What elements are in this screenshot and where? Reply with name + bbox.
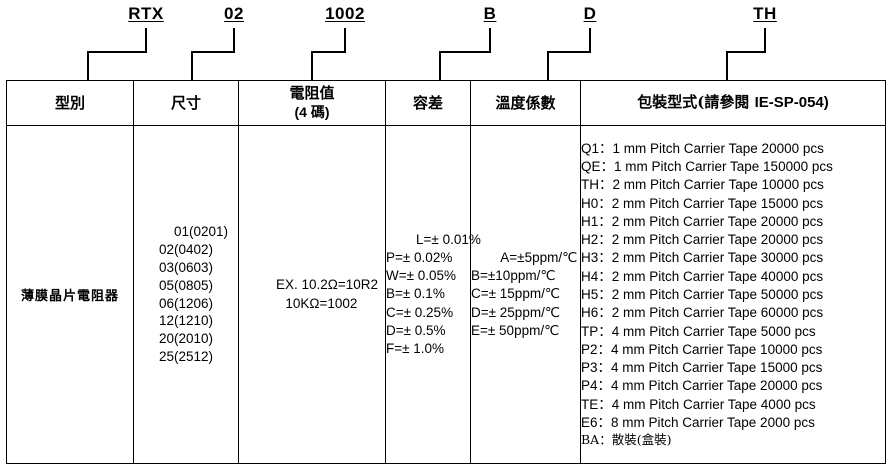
- leader-line: [87, 28, 147, 80]
- leader-line: [439, 28, 491, 80]
- packaging-item: BA：散裝(盒裝): [581, 432, 672, 448]
- header-resistance-label: 電阻值: [289, 84, 335, 103]
- tolerance-values: L=± 0.01% P=± 0.02% W=± 0.05% B=± 0.1% C…: [386, 231, 481, 357]
- leader-line: [311, 28, 346, 80]
- header-resistance: 電阻值 (4 碼): [238, 80, 386, 126]
- packaging-item: H3：2 mm Pitch Carrier Tape 30000 pcs: [581, 250, 824, 266]
- cell-resistance: EX. 10.2Ω=10R2 10KΩ=1002: [238, 125, 386, 464]
- part-code-02: 02: [224, 4, 244, 23]
- packaging-item: P3：4 mm Pitch Carrier Tape 15000 pcs: [581, 360, 823, 376]
- packaging-item: H1：2 mm Pitch Carrier Tape 20000 pcs: [581, 213, 824, 229]
- part-code-b: B: [483, 4, 497, 23]
- header-packaging: 包裝型式(請參閱 IE-SP-054): [580, 80, 886, 126]
- header-type-label: 型別: [54, 93, 85, 112]
- part-code-rtx: RTX: [128, 4, 164, 23]
- packaging-item: H0：2 mm Pitch Carrier Tape 15000 pcs: [581, 195, 824, 211]
- part-code-1002: 1002: [325, 4, 365, 23]
- header-type: 型別: [6, 80, 134, 126]
- leader-line: [547, 28, 591, 80]
- part-code-th: TH: [753, 4, 777, 23]
- table-body-row: 薄膜晶片電阻器 01(0201) 02(0402) 03(0603) 05(08…: [6, 125, 886, 464]
- packaging-item: QE：1 mm Pitch Carrier Tape 150000 pcs: [581, 159, 833, 175]
- part-code-d: D: [583, 4, 597, 23]
- leader-line: [726, 28, 766, 80]
- packaging-item: H5：2 mm Pitch Carrier Tape 50000 pcs: [581, 287, 824, 303]
- header-size-label: 尺寸: [170, 93, 201, 112]
- packaging-item: Q1：1 mm Pitch Carrier Tape 20000 pcs: [581, 140, 824, 156]
- packaging-item: E6：8 mm Pitch Carrier Tape 2000 pcs: [581, 415, 815, 430]
- header-packaging-doc-ref: IE-SP-054): [754, 94, 829, 112]
- cell-type: 薄膜晶片電阻器: [6, 125, 134, 464]
- packaging-item: H2：2 mm Pitch Carrier Tape 20000 pcs: [581, 232, 824, 248]
- header-tcr: 溫度係數: [470, 80, 581, 126]
- header-packaging-label: 包裝型式(請參閱: [637, 93, 755, 112]
- resistance-values: EX. 10.2Ω=10R2 10KΩ=1002: [275, 277, 379, 311]
- part-number-code-row: RTX 02 1002 B D TH: [0, 0, 894, 30]
- packaging-item: TP：4 mm Pitch Carrier Tape 5000 pcs: [581, 323, 816, 339]
- header-tolerance: 容差: [385, 80, 471, 126]
- table-header-row: 型別 尺寸 電阻值 (4 碼) 容差 溫度係數 包裝型式(請參閱 IE-SP-0…: [6, 80, 886, 126]
- tcr-values: A=±5ppm/℃ B=±10ppm/℃ C=± 15ppm/℃ D=± 25p…: [471, 249, 578, 338]
- part-number-spec-table: 型別 尺寸 電阻值 (4 碼) 容差 溫度係數 包裝型式(請參閱 IE-SP-0…: [6, 80, 886, 464]
- header-resistance-sublabel: (4 碼): [294, 104, 330, 120]
- packaging-item: TH：2 mm Pitch Carrier Tape 10000 pcs: [581, 177, 824, 193]
- packaging-item: TE：4 mm Pitch Carrier Tape 4000 pcs: [581, 396, 816, 412]
- leader-line: [191, 28, 235, 80]
- cell-tolerance: L=± 0.01% P=± 0.02% W=± 0.05% B=± 0.1% C…: [385, 125, 481, 464]
- type-value: 薄膜晶片電阻器: [20, 289, 119, 304]
- packaging-item: P2：4 mm Pitch Carrier Tape 10000 pcs: [581, 341, 823, 357]
- cell-tcr: A=±5ppm/℃ B=±10ppm/℃ C=± 15ppm/℃ D=± 25p…: [470, 125, 581, 464]
- packaging-item: H4：2 mm Pitch Carrier Tape 40000 pcs: [581, 268, 824, 284]
- header-size: 尺寸: [133, 80, 239, 126]
- header-tolerance-label: 容差: [412, 93, 443, 112]
- header-tcr-label: 溫度係數: [495, 93, 556, 112]
- cell-size: 01(0201) 02(0402) 03(0603) 05(0805) 06(1…: [133, 125, 239, 464]
- packaging-item: P4：4 mm Pitch Carrier Tape 20000 pcs: [581, 378, 823, 394]
- size-values: 01(0201) 02(0402) 03(0603) 05(0805) 06(1…: [158, 224, 229, 364]
- packaging-item: H6：2 mm Pitch Carrier Tape 60000 pcs: [581, 305, 824, 321]
